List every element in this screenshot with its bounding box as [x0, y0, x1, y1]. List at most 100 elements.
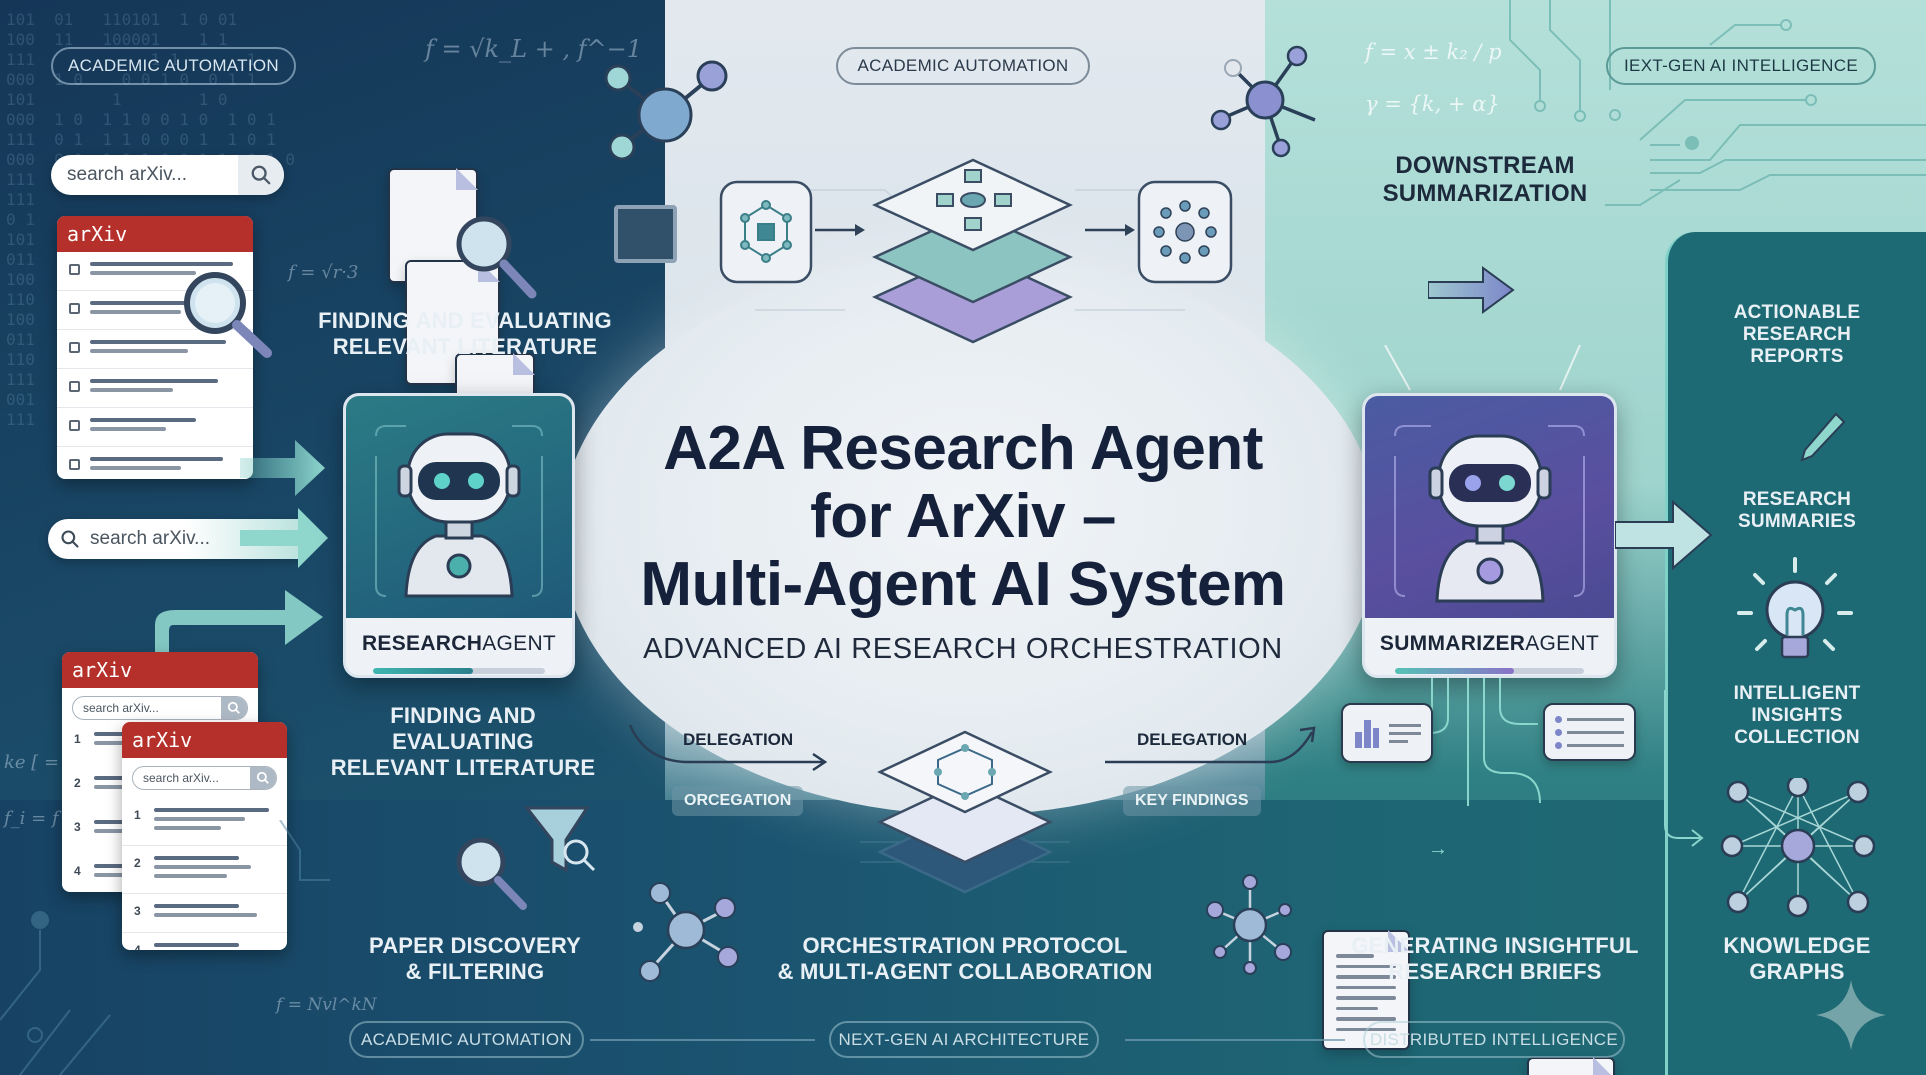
- connector-arrow-to-graph: [1664, 690, 1704, 847]
- bar-chart-icon: [1355, 720, 1379, 748]
- search-icon: [251, 165, 271, 185]
- math-formula: f = √k_L + , f^−1: [425, 35, 643, 63]
- lightbulb-icon: [1737, 557, 1853, 659]
- arxiv-search-input-top[interactable]: search arXiv...: [51, 155, 284, 195]
- checkbox[interactable]: [69, 459, 80, 470]
- arxiv-card-search-input[interactable]: search arXiv...: [72, 696, 248, 720]
- agent-name: SUMMARIZERAGENT: [1379, 632, 1600, 655]
- result-row[interactable]: [57, 252, 253, 291]
- connector-lines: [1384, 345, 1581, 391]
- key-findings-tag: KEY FINDINGS: [1123, 786, 1261, 816]
- arxiv-card-search-input[interactable]: search arXiv...: [132, 766, 277, 790]
- search-icon: [61, 530, 79, 548]
- search-button[interactable]: [221, 697, 247, 719]
- search-placeholder: search arXiv...: [67, 164, 188, 185]
- delegation-arrow-right: [1105, 726, 1316, 764]
- arxiv-search-card: arXiv search arXiv... 1 2 3 4: [122, 722, 287, 950]
- tag-pill-academic-automation: ACADEMIC AUTOMATION: [349, 1021, 584, 1058]
- arrow-to-outputs: [1615, 500, 1713, 570]
- robot-icon: [375, 425, 543, 598]
- pencil-icon: [1800, 412, 1846, 462]
- subtitle: ADVANCED AI RESEARCH ORCHESTRATION: [643, 633, 1283, 665]
- result-row[interactable]: [57, 291, 253, 330]
- checkbox[interactable]: [69, 381, 80, 392]
- math-formula: f = x ± k₂ / p: [1365, 40, 1502, 64]
- math-formula: f_i = f: [4, 808, 59, 829]
- arrow-icon: →: [1428, 838, 1448, 860]
- summary-document-icon: [1527, 1057, 1615, 1075]
- flow-arrows-to-research-agent: [240, 440, 328, 568]
- tag-pill-next-gen-ai-architecture: NEXT-GEN AI ARCHITECTURE: [829, 1021, 1099, 1058]
- delegation-label-right: DELEGATION: [1137, 730, 1248, 749]
- checkbox[interactable]: [69, 342, 80, 353]
- summarize-arrow: [1428, 266, 1515, 314]
- magnifier-icon: [456, 837, 527, 910]
- main-title: A2A Research Agent for ArXiv – Multi-Age…: [640, 414, 1286, 619]
- insight-list-card: [1543, 703, 1636, 761]
- tag-pill-distributed-intelligence: DISTRIBUTED INTELLIGENCE: [1363, 1021, 1625, 1058]
- robot-icon: [1394, 425, 1585, 603]
- bottom-divider-line: [590, 1039, 1345, 1041]
- magnifier-icon: [456, 216, 537, 299]
- result-row[interactable]: 2: [122, 846, 287, 894]
- result-row[interactable]: 4: [122, 933, 287, 950]
- filter-funnel-icon: [523, 806, 596, 873]
- result-row[interactable]: [57, 447, 253, 479]
- search-button[interactable]: [250, 767, 276, 789]
- architecture-layers-diagram: [719, 158, 1233, 344]
- math-formula: γ = {k, + α}: [1365, 92, 1500, 116]
- agent-name: RESEARCHAGENT: [361, 632, 557, 655]
- circuit-lines-decoration: [0, 820, 330, 1075]
- agent-progress-bar: [1394, 668, 1585, 674]
- insight-chart-card: [1341, 703, 1433, 763]
- result-row[interactable]: [57, 369, 253, 408]
- search-placeholder: search arXiv...: [83, 701, 159, 715]
- result-row[interactable]: 1: [122, 798, 287, 846]
- arxiv-logo: arXiv: [62, 652, 258, 688]
- arxiv-logo: arXiv: [122, 722, 287, 758]
- checkbox[interactable]: [69, 264, 80, 275]
- research-agent-avatar: [346, 396, 572, 618]
- result-row[interactable]: 3: [122, 894, 287, 933]
- orcegation-tag: ORCEGATION: [672, 786, 804, 816]
- arxiv-results-card: arXiv: [57, 216, 253, 479]
- tag-pill-next-gen-ai-intelligence: IEXT-GEN AI INTELLIGENCE: [1606, 47, 1876, 85]
- knowledge-graph-icon: [1720, 778, 1875, 918]
- summarizer-agent-card[interactable]: SUMMARIZERAGENT: [1362, 393, 1617, 678]
- circuit-lines-decoration: [1509, 0, 1926, 206]
- molecule-icon: [604, 60, 728, 161]
- search-icon: [256, 771, 269, 784]
- result-row[interactable]: [57, 408, 253, 447]
- result-row[interactable]: [57, 330, 253, 369]
- math-formula: f = √r·3: [288, 262, 359, 283]
- tag-pill-academic-automation: ACADEMIC AUTOMATION: [51, 47, 296, 85]
- agent-progress-bar: [373, 668, 545, 674]
- flow-arrow-curved: [155, 590, 323, 655]
- caption-paper-discovery: PAPER DISCOVERY& FILTERING: [368, 933, 582, 984]
- title-oval-background: [560, 255, 1380, 815]
- molecule-icon: [633, 882, 739, 982]
- caption-orchestration: ORCHESTRATION PROTOCOL& MULTI-AGENT COLL…: [777, 933, 1153, 984]
- molecule-icon: [1210, 45, 1316, 158]
- monitor-code-icon: [614, 205, 677, 263]
- search-icon: [227, 701, 240, 714]
- search-button[interactable]: [238, 155, 284, 195]
- tag-pill-academic-automation: ACADEMIC AUTOMATION: [836, 47, 1090, 85]
- math-formula: ke [ =: [4, 752, 60, 773]
- orchestration-layers-icon: [860, 730, 1070, 894]
- checkbox[interactable]: [69, 303, 80, 314]
- sparkle-icon: [1816, 980, 1886, 1050]
- research-agent-card[interactable]: RESEARCHAGENT: [343, 393, 575, 678]
- search-placeholder: search arXiv...: [143, 771, 219, 785]
- checkbox[interactable]: [69, 420, 80, 431]
- delegation-label-left: DELEGATION: [683, 730, 794, 749]
- molecule-icon: [1206, 874, 1292, 975]
